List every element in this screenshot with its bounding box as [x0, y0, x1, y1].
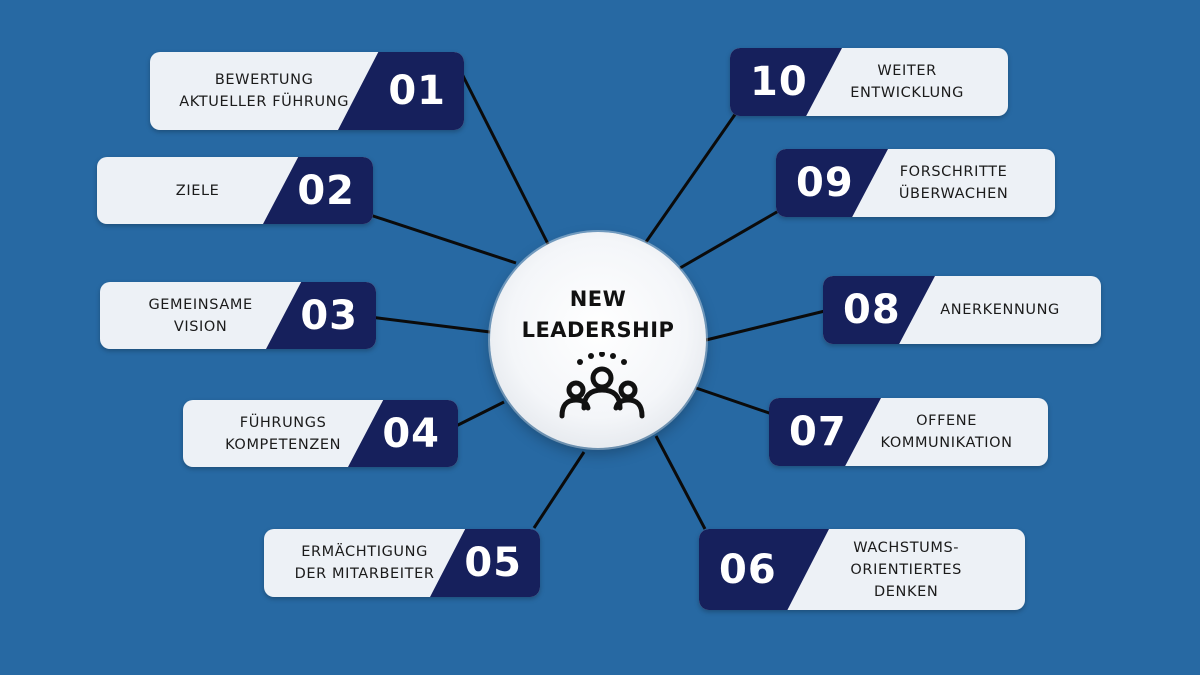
number-badge: 08 [823, 276, 935, 344]
connector-line-01 [456, 65, 550, 245]
topic-label: GEMEINSAME VISION [148, 296, 253, 335]
connector-line-10 [644, 112, 738, 243]
hub-title: NEW LEADERSHIP [521, 287, 675, 342]
number-badge: 05 [430, 529, 540, 597]
topic-number: 03 [300, 292, 358, 339]
topic-card-07: 07 OFFENE KOMMUNIKATION [769, 398, 1048, 466]
topic-card-05: 05 ERMÄCHTIGUNG DER MITARBEITER [264, 529, 540, 597]
topic-label: WEITER ENTWICKLUNG [850, 63, 964, 101]
connector-line-05 [532, 451, 586, 529]
topic-label: ERMÄCHTIGUNG DER MITARBEITER [294, 544, 435, 582]
topic-label: WACHSTUMS- ORIENTIERTES DENKEN [850, 539, 962, 600]
topic-number: 05 [464, 540, 522, 586]
topic-number: 01 [388, 68, 446, 114]
topic-number: 06 [719, 546, 777, 593]
topic-label: ZIELE [175, 182, 220, 199]
topic-number: 10 [750, 59, 808, 105]
topic-label: BEWERTUNG AKTUELLER FÜHRUNG [179, 72, 350, 110]
connector-line-07 [695, 386, 776, 417]
topic-card-04: 04 FÜHRUNGS KOMPETENZEN [183, 400, 458, 467]
number-badge: 07 [769, 398, 881, 466]
topic-card-09: 09 FORSCHRITTE ÜBERWACHEN [776, 149, 1055, 217]
connector-line-02 [366, 212, 517, 265]
topic-label: OFFENE KOMMUNIKATION [880, 413, 1013, 451]
topic-label: FORSCHRITTE ÜBERWACHEN [898, 164, 1009, 202]
topic-card-10: 10 WEITER ENTWICKLUNG [730, 48, 1008, 116]
connector-line-06 [654, 435, 707, 530]
topic-number: 07 [789, 409, 847, 455]
topic-number: 09 [796, 160, 854, 206]
topic-number: 04 [382, 410, 440, 457]
connector-line-09 [679, 207, 783, 270]
connector-line-04 [451, 400, 505, 430]
topic-card-06: 06 WACHSTUMS- ORIENTIERTES DENKEN [699, 529, 1025, 610]
connector-line-03 [369, 315, 491, 334]
center-hub: NEW LEADERSHIP [490, 232, 706, 448]
connector-line-08 [705, 308, 830, 342]
topic-card-08: 08 ANERKENNUNG [823, 276, 1101, 344]
topic-number: 08 [843, 287, 901, 333]
topic-card-02: 02 ZIELE [97, 157, 373, 224]
number-badge: 04 [348, 400, 458, 467]
topic-card-03: 03 GEMEINSAME VISION [100, 282, 376, 349]
topic-label: FÜHRUNGS KOMPETENZEN [225, 414, 342, 453]
topic-number: 02 [297, 167, 355, 214]
topic-card-01: 01 BEWERTUNG AKTUELLER FÜHRUNG [150, 52, 464, 130]
team-people-icon [559, 352, 645, 419]
topic-label: ANERKENNUNG [940, 302, 1060, 318]
